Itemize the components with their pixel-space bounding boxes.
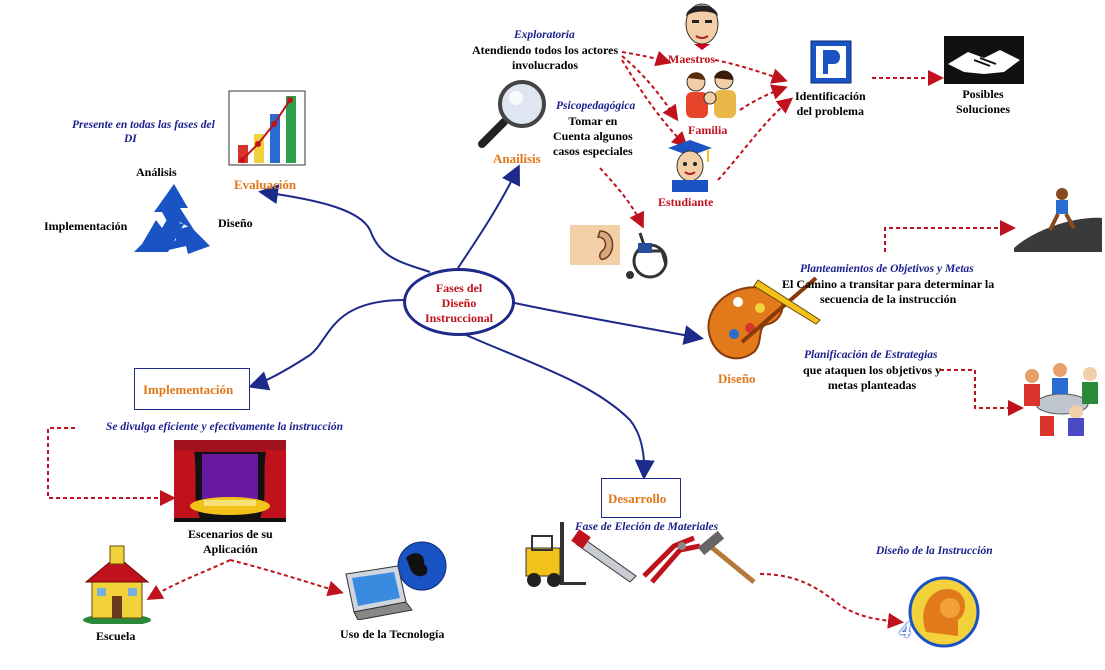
escenarios-label: Escenarios de su Aplicación xyxy=(188,527,273,557)
evaluacion-title: Evaluación xyxy=(234,177,297,192)
psico-text-1: Tomar en xyxy=(568,114,618,128)
familia-label: Familia xyxy=(688,123,728,137)
cycle-analisis: Análisis xyxy=(136,165,177,179)
handshake-icon xyxy=(944,36,1024,84)
school-icon xyxy=(83,545,151,624)
objetivos-text-2: secuencia de la instrucción xyxy=(819,292,957,306)
teacher-face-icon xyxy=(685,3,719,50)
tools-icon xyxy=(525,522,756,587)
graduate-student-icon xyxy=(668,140,712,192)
materiales-note: Fase de Eleción de Materiales xyxy=(575,521,719,533)
analisis-title: Anailisis xyxy=(493,151,541,166)
branch-implementacion xyxy=(248,299,406,391)
dash-explor-familia xyxy=(621,55,679,122)
meeting-people-icon xyxy=(1024,363,1098,436)
family-icon xyxy=(686,70,736,118)
estrategias-text-1: que ataquen los objetivos y xyxy=(803,363,942,377)
magnifier-icon xyxy=(478,80,546,148)
cycle-diseno: Diseño xyxy=(218,216,253,230)
exploratoria-text: Atendiendo todos los actores involucrado… xyxy=(472,43,618,73)
cycle-implementacion: Implementación xyxy=(44,219,128,233)
objetivos-text-1: El Camino a transitar para determinar la xyxy=(782,277,995,291)
dash-familia-ident xyxy=(739,84,788,111)
dash-explor-estudiante xyxy=(621,59,688,148)
estrategias-text: que ataquen los objetivos y metas plante… xyxy=(803,363,941,393)
evaluacion-note-line1: Presente en todas las fases del xyxy=(72,119,215,131)
theater-stage-icon xyxy=(174,440,286,522)
soluciones-label: Posibles Soluciones xyxy=(956,87,1010,117)
diseno-title: Diseño xyxy=(718,371,756,386)
evaluacion-note-line2: DI xyxy=(124,133,137,145)
exploratoria-text-2: involucrados xyxy=(512,58,579,72)
desarrollo-title: Desarrollo xyxy=(608,491,667,506)
dash-estud-ident xyxy=(717,97,794,181)
branch-analisis xyxy=(457,164,520,269)
dash-esc-escuela xyxy=(146,559,231,601)
center-node: Fases del Diseño Instruccional xyxy=(403,268,515,336)
objetivos-text: El Camino a transitar para determinar la… xyxy=(782,277,994,307)
center-line-3: Instruccional xyxy=(424,311,493,325)
badge-number: 4 xyxy=(900,617,911,642)
dash-impl-theater xyxy=(47,427,176,506)
runner-track-icon xyxy=(1014,188,1102,252)
dash-estrat-meeting xyxy=(940,369,1024,416)
psico-text-3: casos especiales xyxy=(553,144,633,158)
palette-brush-icon xyxy=(707,276,821,360)
estrategias-title: Planificación de Estrategias xyxy=(804,349,938,361)
psico-text-2: Cuenta algunos xyxy=(553,129,633,143)
ear-wheelchair-icon xyxy=(570,225,668,279)
head-badge-icon xyxy=(908,576,980,648)
dash-explor-maestros xyxy=(621,50,672,67)
desarrollo-box: Desarrollo xyxy=(601,478,681,518)
exploratoria-text-1: Atendiendo todos los actores xyxy=(472,43,619,57)
laptop-globe-icon xyxy=(345,541,447,620)
psico-text: Tomar en Cuenta algunos casos especiales xyxy=(553,114,633,159)
escenarios-line1: Escenarios de su xyxy=(188,527,273,541)
exploratoria-title: Exploratoria xyxy=(514,29,575,41)
dash-psico-ear xyxy=(599,167,645,229)
tecnologia-label: Uso de la Tecnología xyxy=(340,627,445,641)
escuela-label: Escuela xyxy=(96,629,136,643)
identificacion-line1: Identificación xyxy=(795,89,866,103)
maestros-label: Maestros xyxy=(668,52,716,66)
objetivos-title: Planteamientos de Objetivos y Metas xyxy=(800,263,974,275)
implementacion-title: Implementación xyxy=(143,382,234,397)
implementacion-note: Se divulga eficiente y efectivamente la … xyxy=(106,421,343,433)
psico-title: Psicopedagógica xyxy=(556,100,636,112)
identificacion-line2: del problema xyxy=(796,104,865,118)
diseno-instruccion-label: Diseño de la Instrucción xyxy=(876,545,993,557)
center-line-2: Diseño xyxy=(441,296,477,310)
parking-sign-icon xyxy=(810,40,852,84)
identificacion-label: Identificación del problema xyxy=(795,89,866,119)
center-line-1: Fases del xyxy=(435,281,483,295)
branch-diseno xyxy=(509,301,704,345)
branch-evaluacion xyxy=(258,184,431,273)
dash-esc-tecno xyxy=(229,559,344,597)
estudiante-label: Estudiante xyxy=(658,195,714,209)
recycle-icon xyxy=(134,184,210,254)
growth-chart-icon xyxy=(228,90,306,166)
escenarios-line2: Aplicación xyxy=(203,542,258,556)
soluciones-line1: Posibles xyxy=(962,87,1004,101)
estrategias-text-2: metas planteadas xyxy=(827,378,917,392)
evaluacion-note: Presente en todas las fases del DI xyxy=(72,118,215,146)
branch-desarrollo xyxy=(454,329,655,480)
soluciones-line2: Soluciones xyxy=(956,102,1011,116)
dash-tools-4 xyxy=(759,573,904,629)
implementacion-box: Implementación xyxy=(134,368,250,410)
dash-maestros-ident xyxy=(714,59,788,84)
dash-diseno-runner xyxy=(884,220,1016,252)
